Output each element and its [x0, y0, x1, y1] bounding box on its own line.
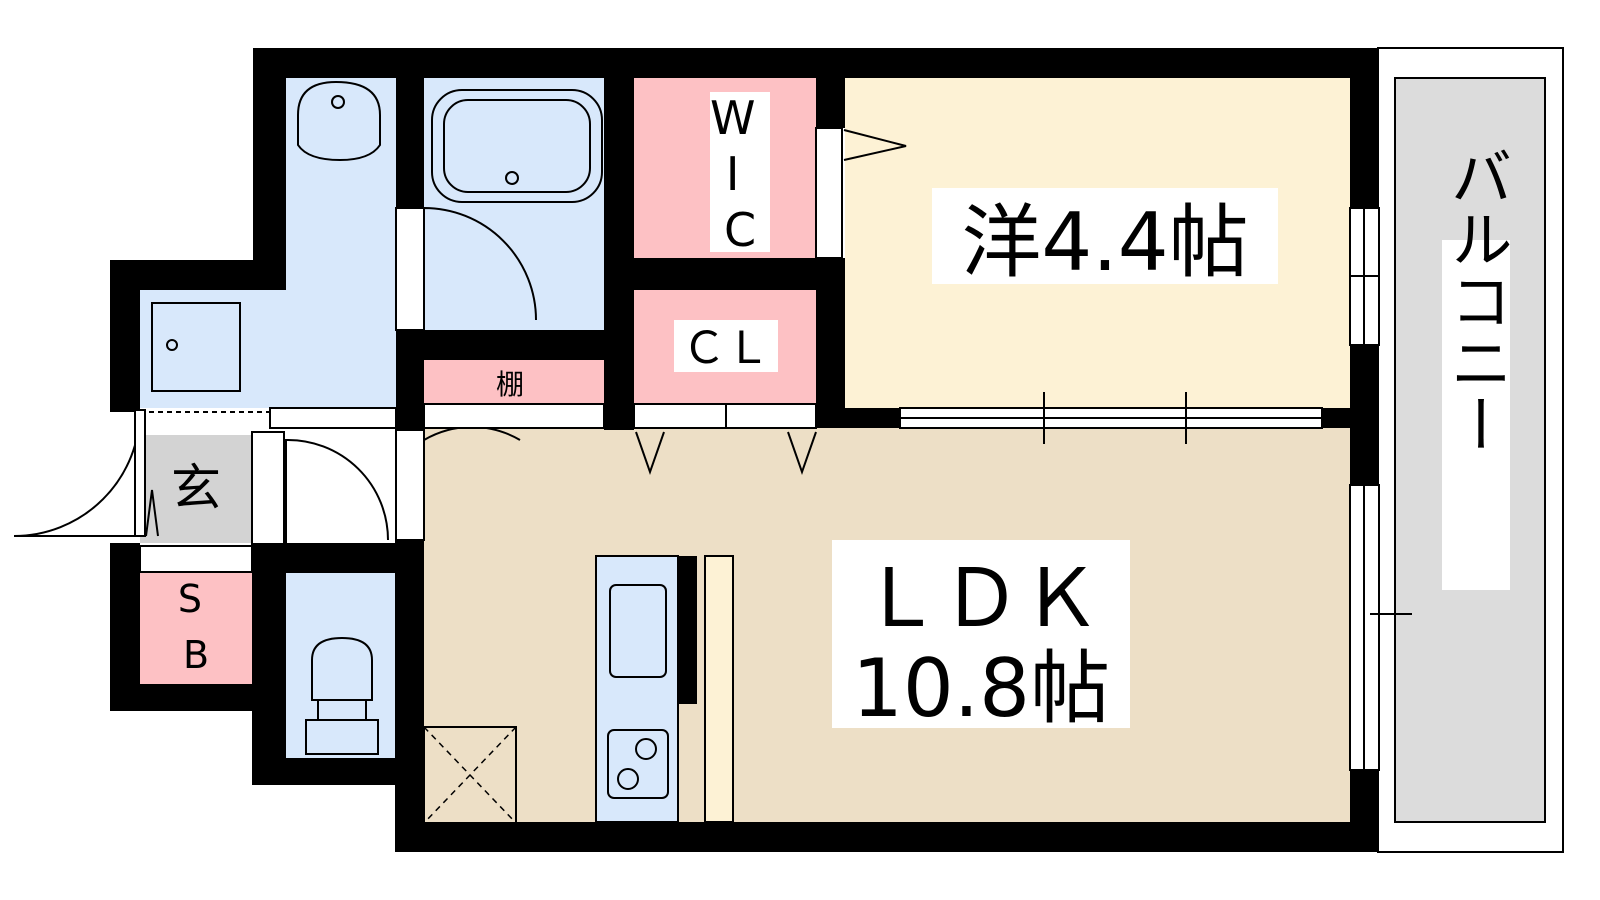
- closet-label-bg: [674, 320, 778, 372]
- shelf-floor: [424, 360, 604, 408]
- shoebox-top-frame: [139, 545, 253, 573]
- closet-door-right: [725, 403, 817, 429]
- ldk-label-line2: 10.8帖: [852, 642, 1110, 735]
- shelf-label: 棚: [496, 368, 524, 401]
- balcony-label-bg: [1442, 240, 1510, 590]
- kitchen-counter-back: [704, 555, 734, 823]
- wic-label-bg: [710, 92, 770, 252]
- toilet-door-swing: [285, 438, 389, 544]
- washroom-floor-lower: [140, 290, 396, 408]
- walls: [110, 48, 1379, 852]
- bathtub-drain: [505, 171, 519, 185]
- closet-door-left: [633, 403, 727, 429]
- wic-door: [815, 127, 843, 259]
- western-label-bg: [932, 188, 1278, 284]
- kitchen-sink: [609, 584, 667, 678]
- closet-label: ＣＬ: [682, 323, 770, 374]
- toilet-bowl: [311, 636, 373, 701]
- closet-door-arrow-left: [635, 431, 665, 476]
- stove-burner-2: [617, 768, 639, 790]
- entrance-step: [145, 489, 159, 537]
- wic-label: W I C: [710, 91, 770, 257]
- refrigerator-diag-2: [423, 726, 517, 824]
- refrigerator-space: [423, 726, 517, 824]
- stove-burner-1: [635, 738, 657, 760]
- entrance-label: 玄: [171, 459, 221, 517]
- toilet-seat-base: [317, 699, 367, 721]
- shoebox-floor: [140, 572, 252, 684]
- balcony-label: バルコニー: [1440, 145, 1513, 455]
- shelf-frame: [423, 403, 605, 429]
- bathtub: [431, 89, 603, 203]
- closet-door-arrow-right: [787, 431, 817, 476]
- front-door-swing: [13, 409, 141, 537]
- bath-floor: [424, 78, 604, 330]
- toilet-floor: [286, 572, 396, 758]
- ldk-label-line1: ＬＤＫ: [861, 552, 1101, 645]
- wic-door-arrow: [843, 129, 907, 161]
- entrance-label-bg: [166, 450, 226, 516]
- ldk-label-bg: [832, 540, 1130, 728]
- faucet-icon: [331, 95, 345, 109]
- washbasin-icon: [297, 80, 381, 162]
- ldk-door: [395, 429, 425, 541]
- entrance-door-right: [251, 431, 285, 545]
- kitchen-stove: [607, 729, 669, 799]
- bathtub-inner: [443, 99, 591, 193]
- washroom-door-frame: [269, 407, 397, 429]
- washing-machine-drain: [166, 339, 178, 351]
- washing-machine-pan: [151, 302, 241, 392]
- shoebox-label: S B: [178, 577, 214, 677]
- western-label: 洋4.4帖: [961, 196, 1248, 289]
- front-door: [134, 409, 146, 537]
- bath-door: [395, 207, 425, 331]
